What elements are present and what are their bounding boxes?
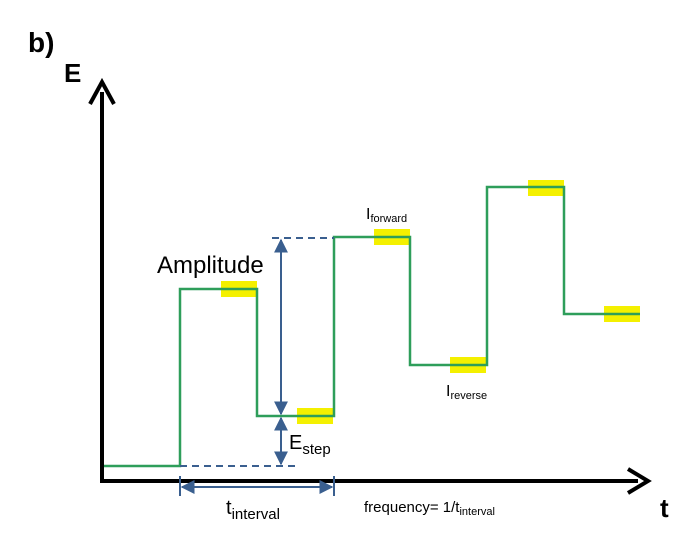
t-interval-label: tinterval (226, 497, 280, 523)
y-axis-label: E (64, 58, 81, 88)
x-axis-label: t (660, 493, 669, 523)
y-axis-arrowhead (88, 77, 116, 105)
x-axis-arrowhead (626, 467, 652, 495)
i-reverse-label: Ireverse (446, 383, 487, 402)
potential-waveform (104, 185, 640, 468)
panel-label: b) (28, 27, 54, 58)
frequency-label: frequency= 1/tinterval (364, 499, 495, 518)
sampling-highlights (221, 180, 640, 424)
e-step-label: Estep (289, 432, 331, 458)
axes: E t (64, 58, 669, 523)
amplitude-label: Amplitude (157, 252, 264, 279)
i-forward-label: Iforward (366, 206, 407, 225)
